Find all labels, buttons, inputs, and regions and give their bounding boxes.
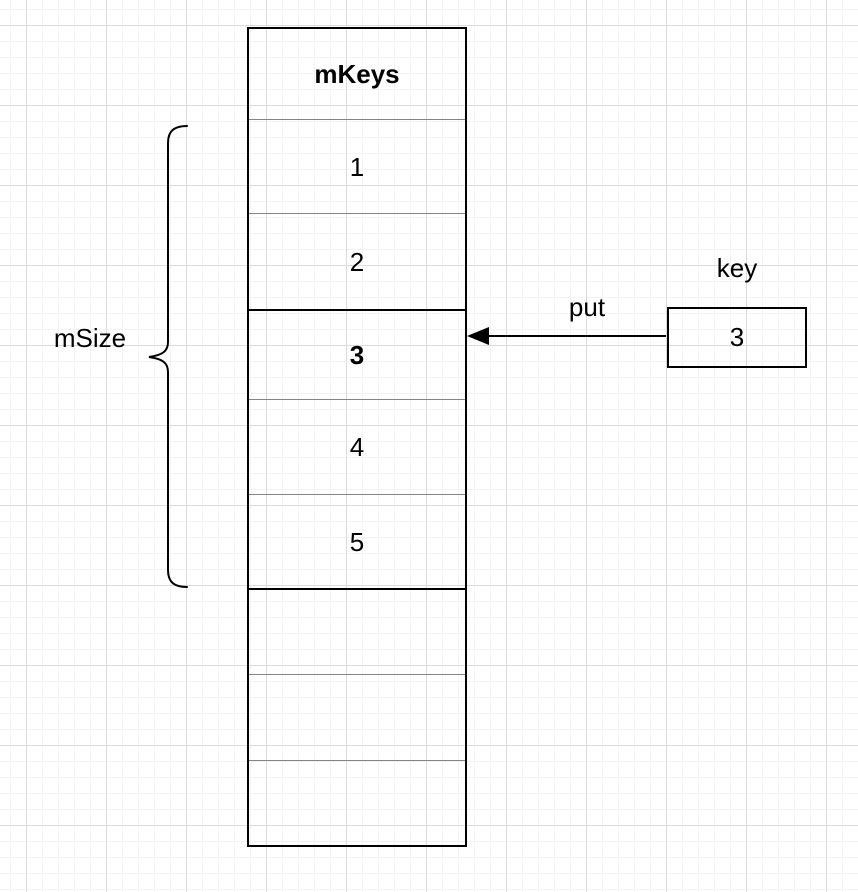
msize-brace <box>148 125 188 588</box>
array-header: mKeys <box>314 59 400 89</box>
key-value-box: 3 <box>667 307 807 368</box>
array-cell-5: 5 <box>249 494 465 588</box>
array-cell-7-empty <box>249 674 465 760</box>
array-cell-3: 3 <box>249 309 465 399</box>
put-arrow-label: put <box>568 292 606 322</box>
array-cell-2: 2 <box>249 213 465 309</box>
array-cell-6-empty <box>249 588 465 674</box>
array-cell-4: 4 <box>249 399 465 494</box>
key-label: key <box>716 253 758 283</box>
key-value: 3 <box>729 322 745 352</box>
mkeys-array: mKeys 1 2 3 4 5 <box>247 27 467 847</box>
array-cell-1: 1 <box>249 119 465 213</box>
msize-label: mSize <box>53 323 127 353</box>
put-arrowhead-icon <box>467 327 489 345</box>
array-cell-8-empty <box>249 760 465 845</box>
